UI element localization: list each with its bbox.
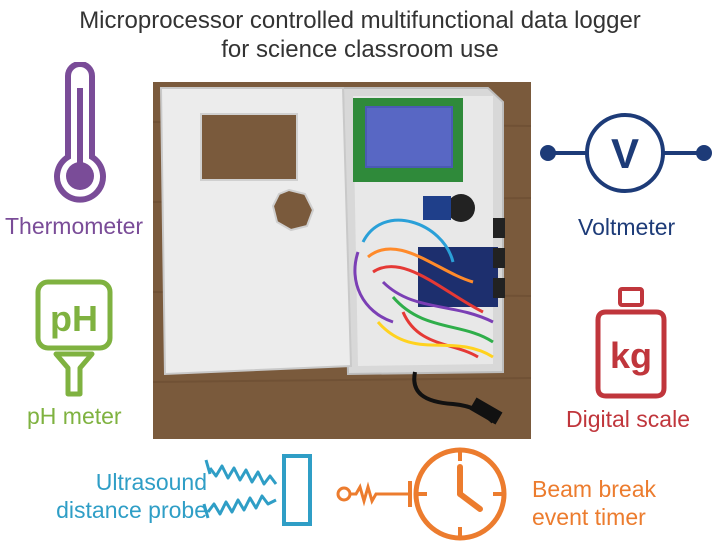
ultrasound-label-line-2: distance probe [56, 497, 207, 523]
title-line-2: for science classroom use [221, 36, 499, 63]
ph-probe-icon: pH [35, 279, 113, 397]
timer-label-line-2: event timer [532, 504, 646, 530]
digital-scale-label: Digital scale [566, 406, 690, 432]
ph-symbol: pH [50, 298, 98, 339]
ultrasound-icon [202, 454, 312, 526]
weight-icon: kg [595, 287, 667, 399]
thermometer-label: Thermometer [5, 213, 144, 239]
timer-label-line-1: Beam break [532, 476, 657, 502]
voltmeter-label: Voltmeter [578, 214, 676, 240]
clock-icon [336, 447, 507, 541]
title-line-1: Microprocessor controlled multifunctiona… [79, 7, 641, 34]
voltmeter-icon: V [540, 113, 712, 193]
ph-meter-label: pH meter [27, 403, 122, 429]
kg-symbol: kg [610, 335, 652, 376]
thermometer-icon [54, 62, 106, 203]
ultrasound-label-line-1: Ultrasound [95, 469, 207, 495]
data-logger-device-photo [153, 82, 531, 439]
voltmeter-symbol: V [611, 130, 639, 177]
